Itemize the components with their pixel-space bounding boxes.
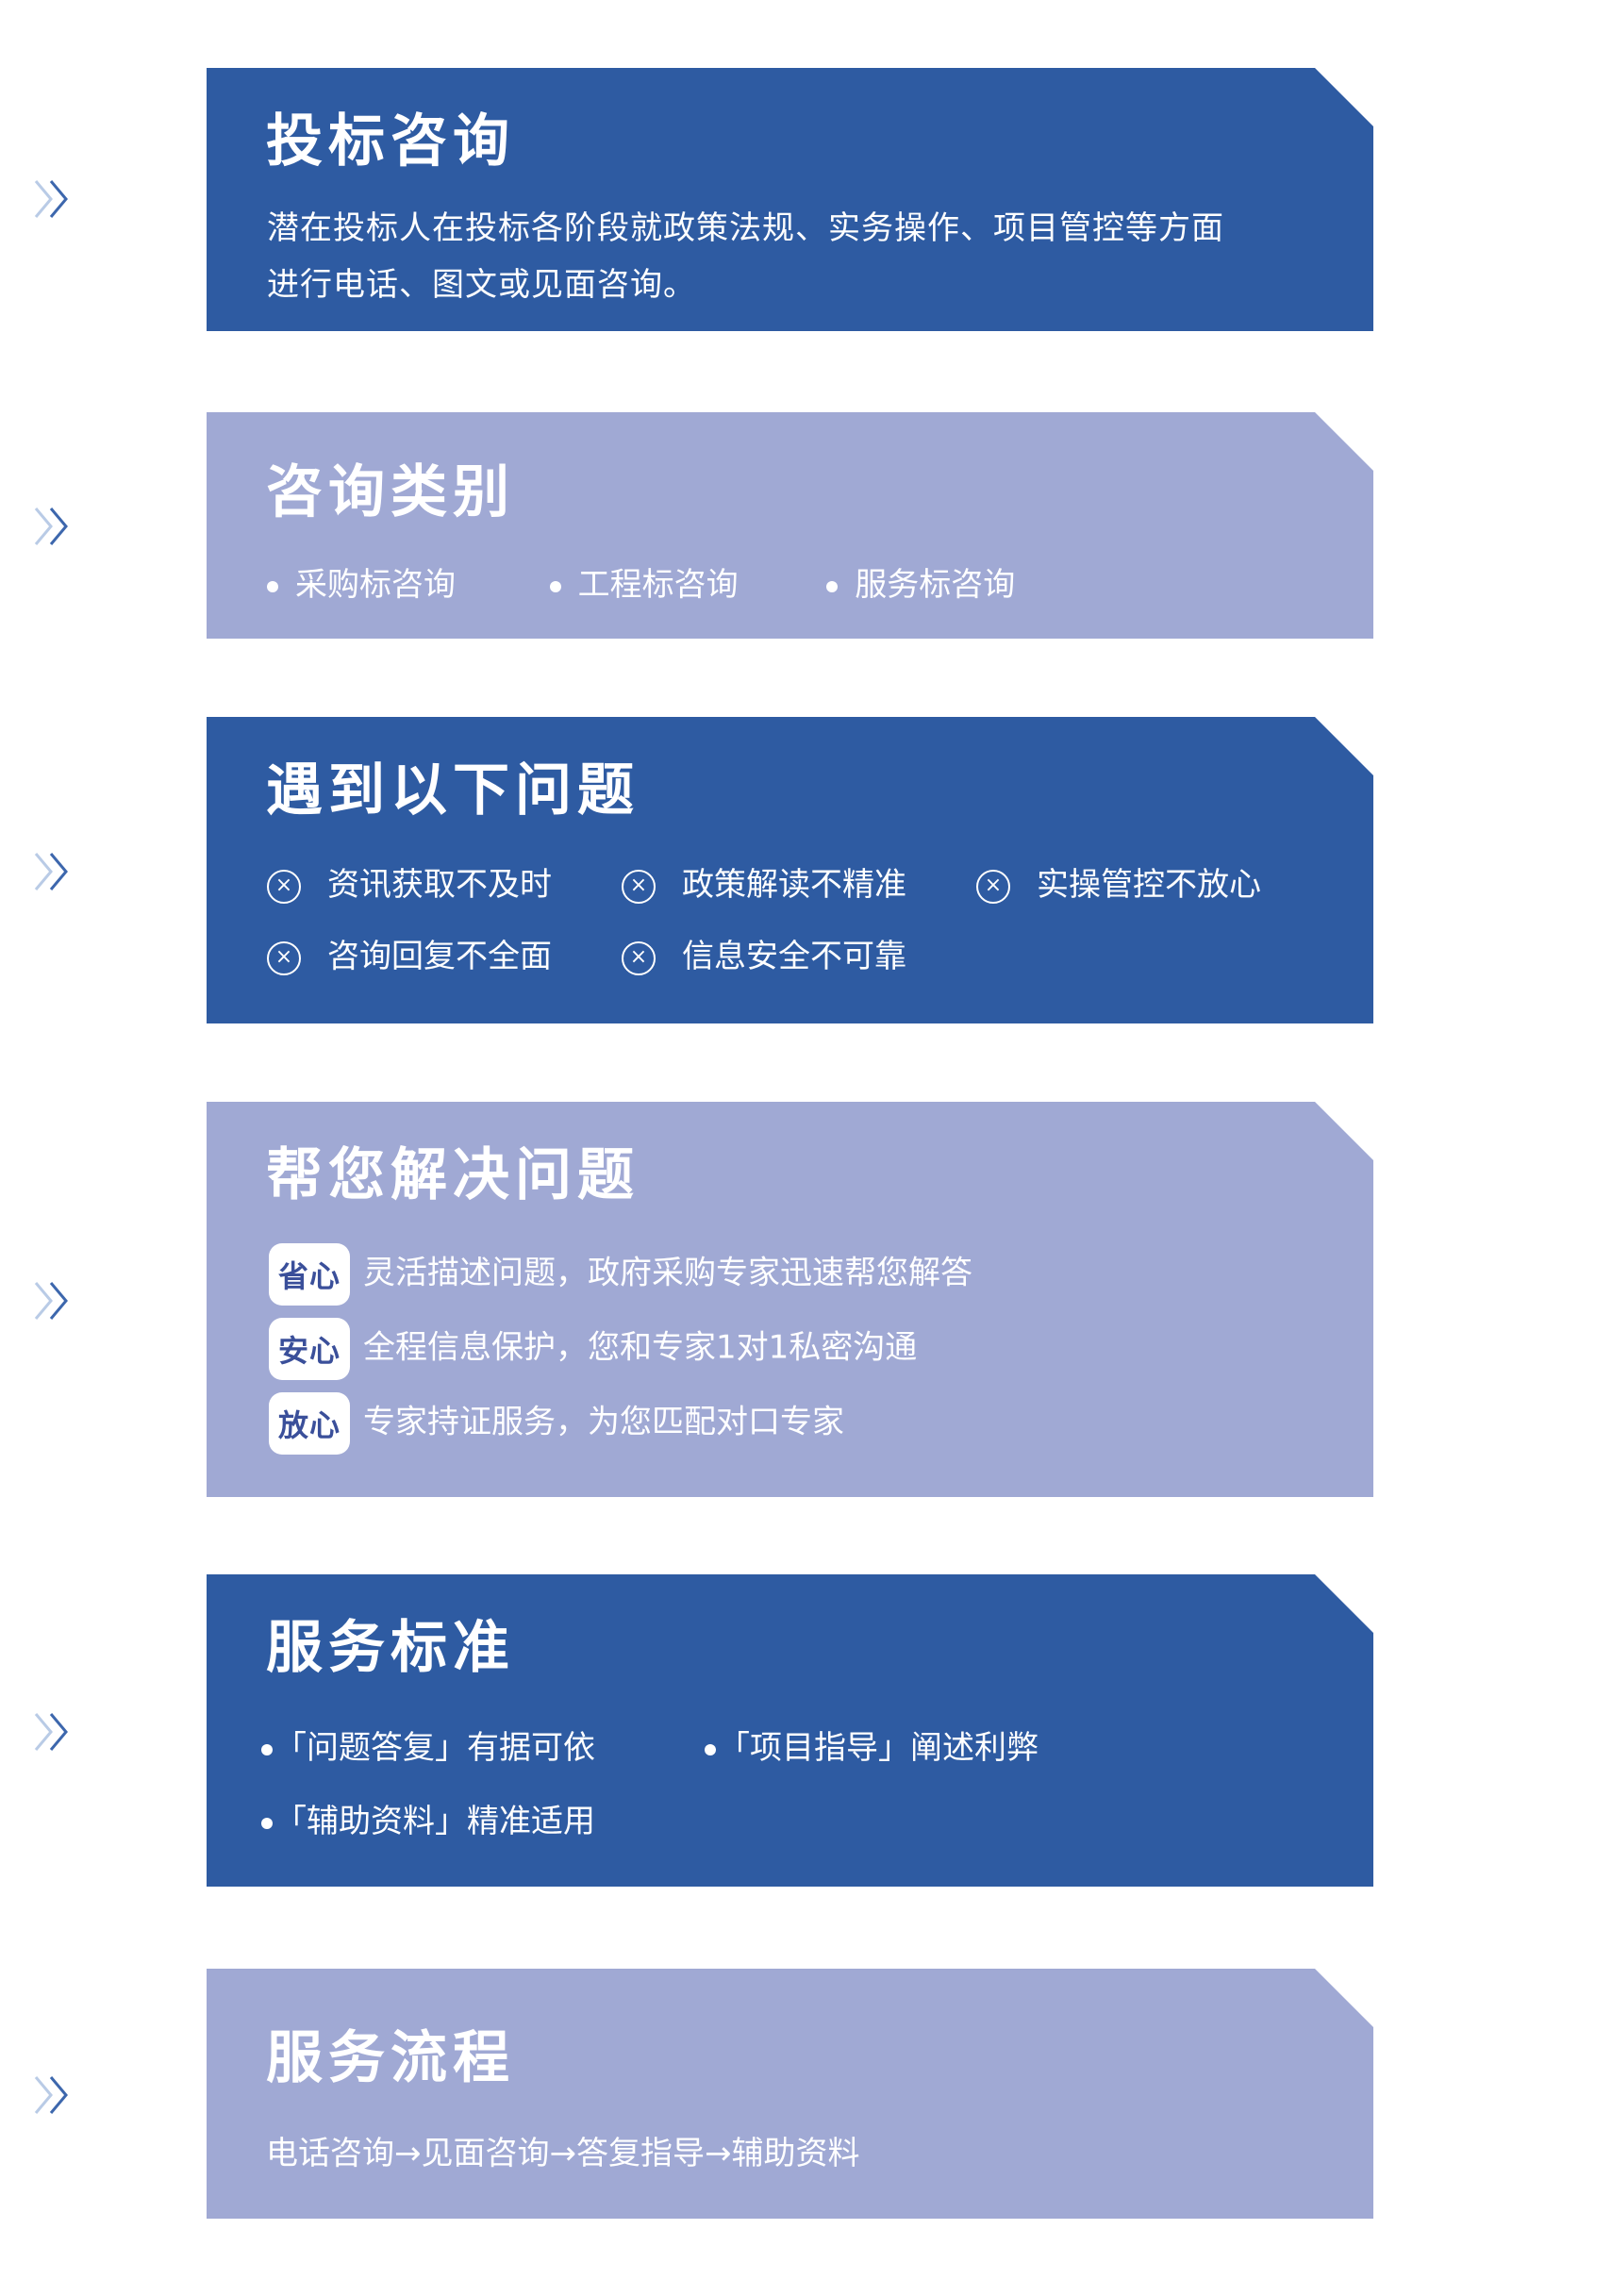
standard-row: 「辅助资料」精准适用: [261, 1795, 595, 1841]
benefit-badge: 放心: [269, 1392, 350, 1455]
standard-row: 「问题答复」有据可依「项目指导」阐述利弊: [261, 1722, 1039, 1768]
benefit-row: 省心灵活描述问题，政府采购专家迅速帮您解答: [269, 1243, 972, 1306]
standard-item: 「问题答复」有据可依: [261, 1722, 705, 1768]
bullet-icon: [550, 581, 561, 592]
section-service-standards: 服务标准 「问题答复」有据可依「项目指导」阐述利弊 「辅助资料」精准适用: [207, 1574, 1373, 1887]
bullet-icon: [261, 1818, 273, 1829]
problem-row: ×咨询回复不全面×信息安全不可靠: [267, 930, 906, 976]
section-title: 投标咨询: [266, 108, 515, 175]
section-service-process: 服务流程 电话咨询→见面咨询→答复指导→辅助资料: [207, 1969, 1373, 2219]
bullet-icon: [705, 1744, 716, 1755]
problem-item: ×咨询回复不全面: [267, 930, 622, 976]
circle-x-icon: ×: [622, 941, 656, 975]
section-title: 帮您解决问题: [266, 1142, 640, 1208]
benefit-badge: 安心: [269, 1318, 350, 1380]
double-chevron-icon: [34, 2076, 68, 2114]
double-chevron-icon: [34, 853, 68, 890]
circle-x-icon: ×: [267, 941, 301, 975]
section-title: 遇到以下问题: [266, 757, 640, 824]
section-problems: 遇到以下问题 ×资讯获取不及时×政策解读不精准×实操管控不放心 ×咨询回复不全面…: [207, 717, 1373, 1023]
problem-item: ×资讯获取不及时: [267, 858, 622, 905]
bullet-icon: [261, 1744, 273, 1755]
section-title: 服务流程: [266, 2025, 515, 2091]
standard-item: 「项目指导」阐述利弊: [705, 1729, 1039, 1767]
problem-item: ×政策解读不精准: [622, 858, 976, 905]
benefit-row: 放心专家持证服务，为您匹配对口专家: [269, 1392, 844, 1455]
section-title: 服务标准: [266, 1615, 515, 1681]
circle-x-icon: ×: [267, 870, 301, 904]
bullet-icon: [826, 581, 838, 592]
process-flow: 电话咨询→见面咨询→答复指导→辅助资料: [266, 2135, 860, 2172]
section-title: 咨询类别: [266, 459, 515, 525]
circle-x-icon: ×: [976, 870, 1010, 904]
double-chevron-icon: [34, 1282, 68, 1320]
problem-row: ×资讯获取不及时×政策解读不精准×实操管控不放心: [267, 858, 1261, 905]
section-bid-consulting: 投标咨询 潜在投标人在投标各阶段就政策法规、实务操作、项目管控等方面 进行电话、…: [207, 68, 1373, 331]
section-solutions: 帮您解决问题 省心灵活描述问题，政府采购专家迅速帮您解答 安心全程信息保护，您和…: [207, 1102, 1373, 1497]
standard-item: 「辅助资料」精准适用: [261, 1803, 595, 1840]
category-item: 工程标咨询: [550, 566, 739, 604]
category-item: 采购标咨询: [267, 566, 456, 604]
category-list: 采购标咨询 工程标咨询 服务标咨询: [267, 558, 1015, 605]
benefit-row: 安心全程信息保护，您和专家1对1私密沟通: [269, 1318, 917, 1380]
category-item: 服务标咨询: [826, 566, 1015, 604]
section-description: 潜在投标人在投标各阶段就政策法规、实务操作、项目管控等方面 进行电话、图文或见面…: [267, 209, 1224, 304]
benefit-badge: 省心: [269, 1243, 350, 1306]
double-chevron-icon: [34, 507, 68, 545]
bullet-icon: [267, 581, 278, 592]
problem-item: ×实操管控不放心: [976, 866, 1261, 904]
double-chevron-icon: [34, 1713, 68, 1751]
circle-x-icon: ×: [622, 870, 656, 904]
double-chevron-icon: [34, 180, 68, 218]
section-consulting-categories: 咨询类别 采购标咨询 工程标咨询 服务标咨询: [207, 412, 1373, 639]
problem-item: ×信息安全不可靠: [622, 938, 906, 975]
